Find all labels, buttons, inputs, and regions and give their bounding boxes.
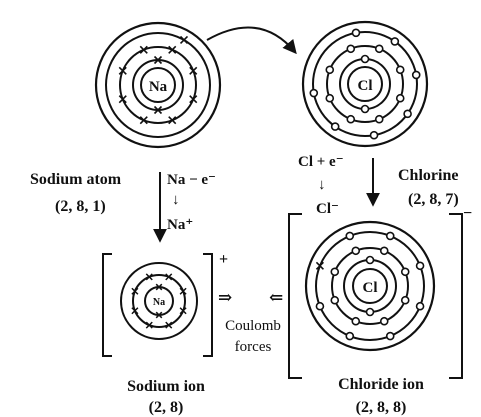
electron-dot [351, 28, 361, 38]
sodium-ion-left-bracket [102, 253, 112, 357]
electron-dot [365, 307, 375, 317]
electron-dot [379, 246, 389, 256]
electron-transfer-arrow [206, 26, 297, 55]
electron-dot [345, 231, 355, 241]
electron-cross [145, 273, 153, 281]
electron-cross [168, 45, 177, 54]
electron-dot [411, 70, 421, 80]
chloride-ion-left-bracket [288, 213, 302, 379]
electron-dot [385, 331, 395, 341]
electron-dot [346, 114, 356, 124]
electron-dot [346, 44, 356, 54]
chloride-ion-electrons [315, 231, 425, 341]
electron-cross [139, 45, 148, 54]
electron-cross [189, 95, 198, 104]
electron-dot [400, 295, 410, 305]
electron-cross [118, 95, 127, 104]
electron-dot [351, 316, 361, 326]
electron-cross [131, 287, 139, 295]
electron-cross [179, 35, 189, 45]
electron-dot [395, 65, 405, 75]
electron-dot [400, 267, 410, 277]
sodium-atom-label: Sodium atom [30, 171, 122, 188]
sodium-atom: Na [94, 21, 222, 149]
sodium-ion-label: Sodium ion [127, 378, 205, 395]
electron-cross [315, 261, 324, 270]
chlorine-reaction-down-arrow: ↓ [318, 177, 326, 193]
electron-cross [155, 311, 163, 319]
sodium-atom-config: (2, 8, 1) [55, 198, 106, 215]
electron-dot [415, 261, 425, 271]
chloride-ion-symbol: Cl [363, 280, 378, 296]
electron-cross [168, 116, 177, 125]
chlorine-atom-symbol: Cl [358, 78, 373, 94]
chlorine-electrons [309, 28, 421, 140]
electron-dot [395, 93, 405, 103]
electron-cross [153, 55, 163, 65]
sodium-reaction-product: Na⁺ [167, 217, 193, 233]
electron-cross [131, 307, 139, 315]
force-arrow-left: ⇐ [269, 288, 283, 307]
electron-dot [330, 295, 340, 305]
electron-dot [390, 37, 400, 46]
electron-cross [118, 66, 127, 75]
electron-dot [374, 114, 384, 124]
chlorine-atom-label: Chlorine [398, 167, 458, 184]
electron-cross [139, 116, 148, 125]
sodium-atom-symbol: Na [149, 79, 168, 95]
chloride-ion-right-bracket [449, 213, 463, 379]
electron-dot [330, 122, 340, 131]
sodium-ion-symbol: Na [153, 297, 165, 308]
electron-dot [330, 267, 340, 277]
electron-dot [345, 331, 355, 341]
electron-dot [374, 44, 384, 54]
chloride-ion-nucleus [352, 268, 388, 304]
chlorine-reaction-equation: Cl + e⁻ [298, 154, 344, 170]
sodium-ion: Na + [102, 251, 228, 357]
sodium-ion-charge: + [219, 251, 228, 268]
electron-cross [179, 287, 187, 295]
sodium-reaction-down-arrow: ↓ [172, 192, 180, 208]
electron-dot [360, 54, 370, 64]
chlorine-atom: Cl [301, 20, 429, 148]
chlorine-nucleus [347, 66, 383, 102]
electron-dot [379, 316, 389, 326]
chlorine-atom-config: (2, 8, 7) [408, 191, 459, 208]
electron-dot [385, 231, 395, 241]
sodium-ion-right-bracket [203, 253, 213, 357]
electron-dot [325, 65, 335, 75]
electron-cross [189, 66, 198, 75]
sodium-nucleus [140, 67, 176, 103]
electron-dot [351, 246, 361, 256]
sodium-reaction-equation: Na − e⁻ [167, 172, 216, 188]
chloride-ion-config: (2, 8, 8) [356, 399, 407, 416]
electron-dot [365, 255, 375, 265]
electron-dot [315, 301, 325, 311]
electron-cross [165, 273, 173, 281]
sodium-ion-electrons [131, 273, 187, 329]
sodium-electrons [118, 35, 198, 125]
sodium-ion-config: (2, 8) [149, 399, 184, 416]
electron-cross [179, 307, 187, 315]
force-arrow-right: ⇒ [218, 288, 232, 307]
electron-dot [360, 104, 370, 114]
electron-cross [145, 321, 153, 329]
coulomb-forces-label-line2: forces [235, 339, 272, 355]
electron-cross [153, 105, 163, 115]
coulomb-forces-label-line1: Coulomb [225, 318, 281, 334]
electron-dot [415, 301, 425, 311]
electron-dot [325, 93, 335, 103]
electron-cross [165, 321, 173, 329]
chloride-ion-label: Chloride ion [338, 376, 424, 393]
electron-dot [309, 88, 319, 98]
electron-dot [369, 130, 379, 140]
electron-cross [155, 283, 163, 291]
chloride-ion-charge: − [463, 205, 472, 222]
chloride-ion: Cl − [288, 205, 472, 379]
chlorine-reaction-product: Cl⁻ [316, 201, 339, 217]
electron-dot [403, 109, 412, 119]
